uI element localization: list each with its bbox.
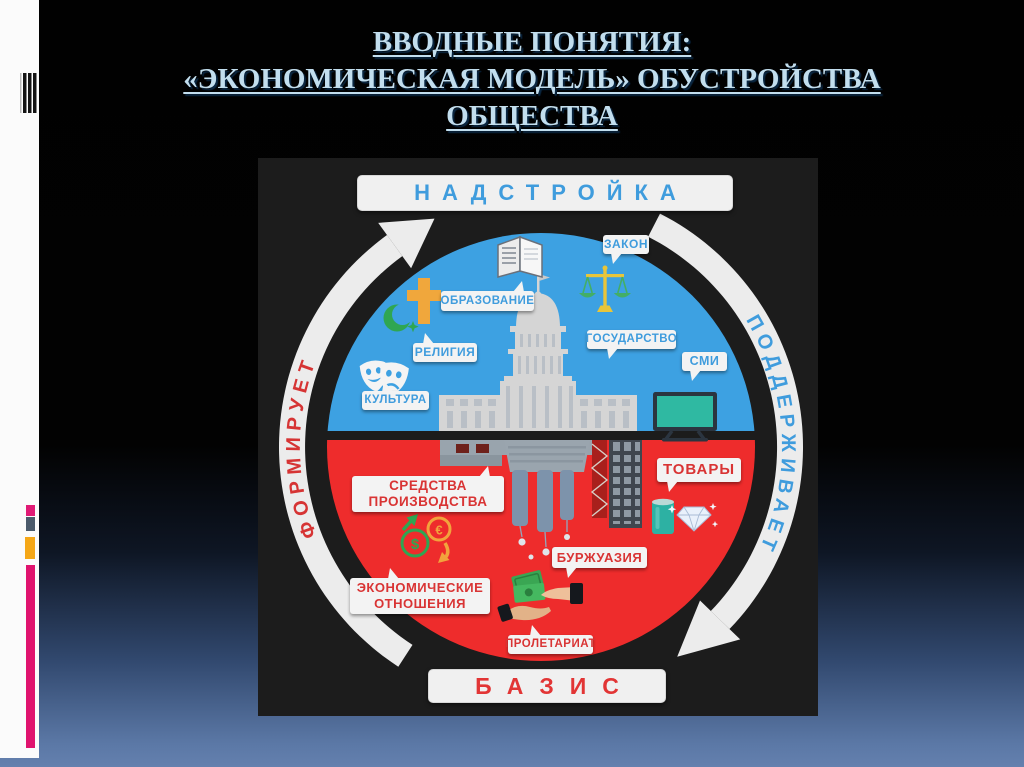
label-zakon: ЗАКОН — [603, 235, 649, 264]
base-banner: БАЗИС — [428, 669, 666, 703]
title-line-3: ОБЩЕСТВА — [446, 100, 618, 132]
label-kultura: КУЛЬТУРА — [362, 381, 429, 410]
crescent-icon — [383, 304, 419, 333]
right-arrowhead-icon — [677, 600, 741, 657]
book-icon — [497, 235, 543, 278]
hands-money-icon — [497, 570, 583, 622]
label-ekonomicheskie-otnosheniya: ЭКОНОМИЧЕСКИЕ ОТНОШЕНИЯ — [350, 568, 490, 614]
accent-block-orange — [25, 537, 35, 559]
label-proletariat: ПРОЛЕТАРИАТ — [505, 625, 596, 654]
label-burzhuaziya: БУРЖУАЗИЯ — [552, 547, 647, 578]
label-religiya: РЕЛИГИЯ — [413, 333, 477, 362]
scales-icon — [579, 265, 631, 312]
diamond-icon — [667, 503, 719, 532]
tower-building-icon — [609, 440, 642, 528]
svg-text:€: € — [435, 523, 442, 538]
barcode-decoration — [20, 73, 38, 113]
label-sredstva-proizvodstva: СРЕДСТВА ПРОИЗВОДСТВА — [352, 466, 504, 512]
title-line-2: «ЭКОНОМИЧЕСКАЯ МОДЕЛЬ» ОБУСТРОЙСТВА — [183, 63, 881, 95]
label-gosudarstvo: ГОСУДАРСТВО — [586, 330, 677, 359]
accent-block-slate — [26, 517, 35, 531]
slide-title: ВВОДНЫЕ ПОНЯТИЯ: «ЭКОНОМИЧЕСКАЯ МОДЕЛЬ» … — [40, 24, 1024, 135]
crane-icon — [590, 440, 609, 518]
can-icon — [652, 498, 674, 534]
label-obrazovanie: ОБРАЗОВАНИЕ — [441, 281, 534, 311]
right-arc-band — [648, 213, 804, 629]
accent-block-pink — [26, 505, 35, 516]
cross-icon — [407, 278, 441, 324]
svg-text:$: $ — [411, 536, 420, 553]
factory-icon — [440, 440, 596, 560]
superstructure-banner: НАДСТРОЙКА — [357, 175, 733, 211]
economic-model-diagram: ФОРМИРУЕТ ПОДДЕРЖИВАЕТ — [258, 158, 818, 716]
accent-bar-pink — [26, 565, 35, 748]
capitol-building-icon — [439, 274, 637, 431]
left-arrowhead-icon — [378, 218, 435, 269]
label-smi: СМИ — [682, 352, 727, 381]
title-line-1: ВВОДНЫЕ ПОНЯТИЯ: — [372, 26, 692, 58]
left-arc-band — [278, 235, 413, 667]
tv-icon — [653, 392, 717, 442]
currency-exchange-icon: $ € — [400, 514, 452, 563]
label-tovary: ТОВАРЫ — [657, 458, 741, 492]
